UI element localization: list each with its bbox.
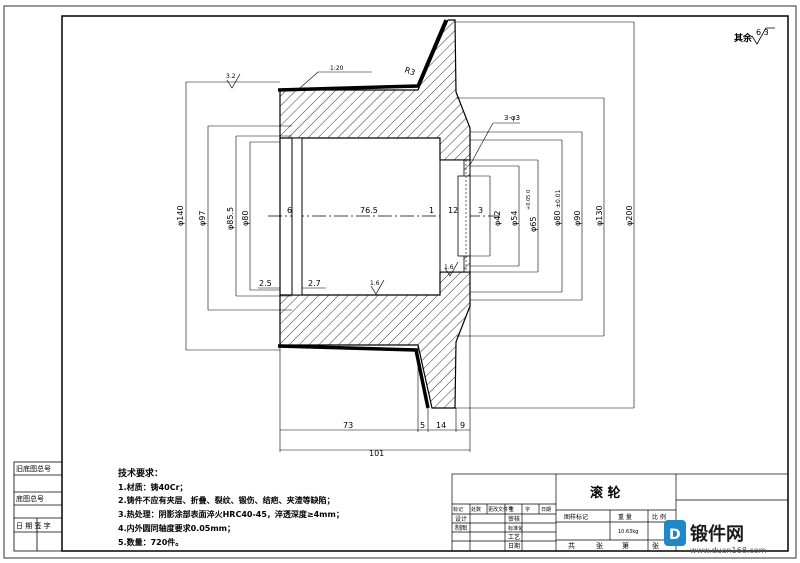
outer-border — [3, 5, 797, 559]
roughness-3-2: 3.2 — [226, 73, 236, 80]
dim-76-5: 76.5 — [360, 206, 378, 215]
tech-item-1: 1.材质：铸40Cr； — [118, 482, 188, 493]
dim-d65: φ65 — [529, 217, 538, 232]
dim-73: 73 — [343, 421, 353, 430]
roughness-symbol — [751, 27, 775, 45]
tb-sheet-3: 第 — [622, 541, 629, 550]
dim-d80b: φ80 — [553, 211, 562, 226]
watermark-name: 锻件网 — [690, 523, 744, 545]
dim-6: 6 — [287, 206, 292, 215]
old-drawing-no-label: 旧底图总号 — [16, 464, 51, 473]
recess-detail — [439, 159, 471, 273]
watermark-logo-icon — [664, 520, 686, 546]
tb-role-design: 设计 — [455, 515, 467, 523]
tb-sheet-4: 张 — [652, 541, 659, 550]
tb-sheet-2: 张 — [596, 541, 603, 550]
dim-d80: φ80 — [241, 211, 250, 226]
dim-d140: φ140 — [176, 205, 185, 226]
tech-item-4: 4.内外圆同轴度要求0.05mm； — [118, 523, 235, 534]
tb-role-standard: 标准化 — [508, 525, 523, 532]
dim-d97: φ97 — [198, 211, 207, 226]
left-sign-table: 旧底图总号 底图总号 日 期 签 字 — [13, 461, 63, 552]
dim-d80b-tol: ±0.01 — [555, 189, 562, 208]
dim-d90: φ90 — [573, 211, 582, 226]
dim-101: 101 — [369, 449, 384, 458]
dim-14: 14 — [436, 421, 446, 430]
tech-item-3: 3.热处理：阴影涂部表面淬火HRC40-45，淬透深度≥4mm； — [118, 509, 344, 520]
tech-item-2: 2.铸件不应有夹层、折叠、裂纹、锻伤、结疤、夹渣等缺陷； — [118, 495, 335, 506]
bottom-dims — [279, 306, 471, 452]
dim-d130: φ130 — [595, 205, 604, 226]
taper-note: 1:20 — [330, 65, 344, 72]
roughness-1-6-a: 1.6 — [370, 280, 380, 287]
dim-d85-5: φ85.5 — [226, 207, 235, 230]
watermark-url: www.duan168.com — [690, 546, 767, 555]
tb-role-process: 工艺 — [508, 533, 520, 541]
dim-2-5: 2.5 — [259, 279, 272, 288]
dim-d65-tol: +0.05 0 — [526, 190, 532, 210]
tb-role-date: 日期 — [508, 542, 520, 550]
dim-5: 5 — [420, 421, 425, 430]
bore-outline — [279, 137, 441, 296]
dim-12: 12 — [448, 206, 458, 215]
tech-title: 技术要求： — [118, 467, 163, 479]
right-diameter-dims — [455, 21, 635, 409]
dim-d200: φ200 — [625, 205, 634, 226]
tech-item-5: 5.数量：720件。 — [118, 537, 183, 547]
tb-col-weight: 重 量 — [618, 513, 632, 521]
left-diameter-dims — [185, 81, 292, 351]
dim-1: 1 — [429, 206, 434, 215]
dim-2-7: 2.7 — [308, 279, 321, 288]
tb-role-draw: 制图 — [455, 524, 467, 532]
svg-text:D: D — [669, 527, 681, 543]
watermark: D 锻件网 www.duan168.com — [664, 520, 767, 555]
dim-d54: φ54 — [510, 211, 519, 226]
tb-role-review: 审核 — [508, 515, 520, 523]
inner-border — [61, 15, 789, 552]
tb-sig-6: 日期 — [541, 507, 551, 513]
roughness-1-6-b: 1.6 — [444, 264, 454, 271]
dim-9: 9 — [460, 421, 465, 430]
date-sign-label: 日 期 签 字 — [16, 521, 51, 530]
drawing-no-label: 底图总号 — [16, 494, 44, 503]
dim-d42: φ42 — [493, 211, 502, 226]
tb-sig-3: 更改文件号 — [488, 506, 513, 513]
holes-note: 3-φ3 — [504, 114, 520, 122]
title-block — [451, 473, 789, 552]
tb-sig-1: 标记 — [453, 506, 463, 513]
tb-sheet-1: 共 — [568, 541, 575, 550]
forging-outline-top — [277, 19, 448, 92]
groove — [291, 137, 303, 296]
radius-note: R3 — [403, 65, 416, 77]
tb-sig-5: 字 — [525, 506, 530, 513]
dim-3: 3 — [478, 206, 483, 215]
part-name: 滚 轮 — [590, 485, 621, 501]
tb-col-scale: 比 例 — [652, 513, 666, 521]
tb-sig-2: 处数 — [471, 506, 481, 513]
other-roughness-value: 6.3 — [756, 28, 769, 37]
other-roughness-label: 其余 — [734, 32, 753, 44]
tb-sig-4: 签 — [509, 506, 514, 513]
forging-outline-bottom — [277, 344, 430, 409]
tb-col-mark: 图样标记 — [564, 513, 588, 521]
tb-weight: 10.63kg — [618, 529, 638, 535]
